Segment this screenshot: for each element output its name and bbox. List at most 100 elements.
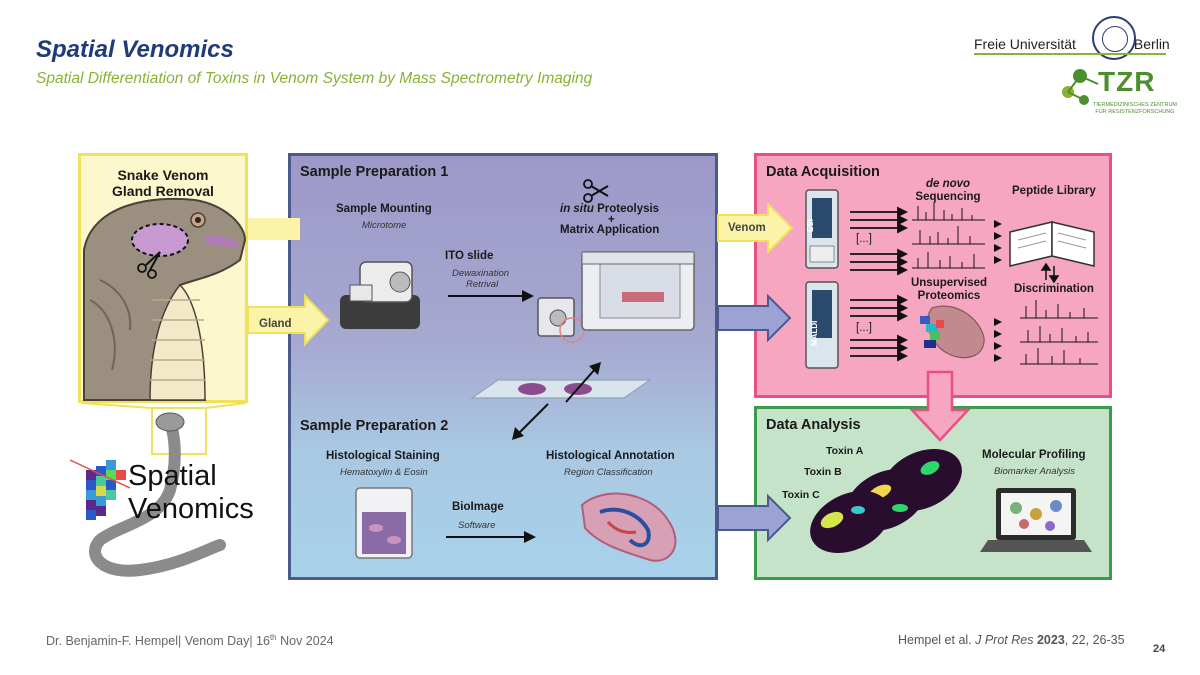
unsupervised-text: Unsupervised — [910, 277, 988, 289]
page-number: 24 — [1153, 643, 1166, 655]
acquisition-title: Data Acquisition — [766, 164, 880, 180]
plus-label: + — [608, 214, 615, 226]
matrix-sprayer-instrument-icon — [581, 251, 695, 331]
sample-mounting-label: Sample Mounting — [336, 203, 432, 215]
software-label: Software — [458, 520, 496, 531]
toxin-c-slice — [810, 491, 890, 553]
up-down-arrows-icon — [1040, 262, 1060, 284]
esi-ellipsis: [...] — [856, 233, 872, 245]
tzr-logo: TZR TIERMEDIZINISCHES ZENTRUM FÜR RESIST… — [1060, 64, 1180, 120]
scissors-icon — [137, 251, 161, 279]
prep2-title: Sample Preparation 2 — [300, 418, 449, 434]
tzr-wordmark: TZR — [1098, 66, 1156, 97]
fu-berlin-logo: Freie Universität Berlin — [974, 16, 1170, 60]
scissors-proteolysis-icon — [583, 179, 609, 203]
msi-tissue-heatmap — [920, 305, 985, 359]
bioimage-label: BioImage — [452, 501, 504, 513]
gland-removal-title-line1: Snake Venom — [117, 167, 209, 183]
discrimination-label: Discrimination — [1014, 283, 1094, 295]
molecular-profiling-label: Molecular Profiling — [982, 449, 1086, 461]
maldi-label: MALDI — [810, 320, 819, 346]
prep1-title: Sample Preparation 1 — [300, 164, 449, 180]
bioimage-arrow — [446, 531, 536, 543]
laptop-icon — [980, 488, 1092, 552]
spectrum-top-1 — [912, 202, 985, 221]
fu-logo-rule — [974, 53, 1166, 55]
denovo-sequencing-label: de novo Sequencing — [902, 178, 994, 204]
fu-right-text: Berlin — [1133, 36, 1170, 52]
cite-authors: Hempel et al. — [898, 633, 976, 647]
cite-year: 2023 — [1036, 633, 1065, 647]
spatial-venomics-pixel-icon — [69, 459, 131, 520]
maldi-triple-arrows — [850, 294, 909, 362]
spectrum-top-2 — [912, 226, 985, 245]
spectrum-top-3 — [912, 252, 985, 269]
peptide-library-label: Peptide Library — [1012, 185, 1096, 197]
spatial-label-line1: Spatial — [128, 460, 217, 492]
slide-subtitle: Spatial Differentiation of Toxins in Ven… — [36, 70, 593, 87]
footer-citation: Hempel et al. J Prot Res 2023, 22, 26-35 — [898, 633, 1125, 647]
region-classification-label: Region Classification — [564, 467, 653, 478]
proteomics-text: Proteomics — [917, 290, 981, 303]
fu-left-text: Freie Universität — [974, 36, 1076, 52]
spectrum-bottom-2 — [1020, 326, 1098, 343]
peptide-library-book-icon — [1009, 221, 1095, 267]
spatial-label-line2: Venomics — [128, 493, 254, 526]
footer-date-rest: Nov 2024 — [276, 634, 334, 649]
insitu-italic: in situ — [560, 203, 594, 215]
prep-to-analysis-arrow — [717, 493, 792, 543]
histological-annotation-label: Histological Annotation — [546, 450, 675, 462]
retrival-label: Retrival — [466, 279, 499, 290]
snake-body-illustration — [89, 412, 226, 577]
toxin-a-label: Toxin A — [826, 445, 864, 457]
biomarker-analysis-label: Biomarker Analysis — [994, 466, 1075, 477]
dewaxination-label: Dewaxination — [452, 268, 510, 279]
sprayer-icon — [537, 297, 585, 343]
ito-slide-arrow — [448, 290, 534, 302]
footer-author-text: Dr. Benjamin-F. Hempel| Venom Day| 16 — [46, 634, 270, 649]
analysis-title: Data Analysis — [766, 417, 861, 433]
tzr-molecule-icon — [1062, 69, 1099, 105]
ito-slide-label: ITO slide — [445, 250, 494, 262]
slide-title: Spatial Venomics — [36, 36, 234, 63]
fu-berlin-wordmark: Freie Universität Berlin — [974, 36, 1170, 52]
footer-date-sup: th — [269, 633, 277, 642]
venom-arrow — [717, 201, 794, 255]
arrowhead-column-bottom — [994, 318, 1002, 362]
cite-rest: , 22, 26-35 — [1064, 633, 1125, 647]
tzr-subtitle: TIERMEDIZINISCHES ZENTRUM FÜR RESISTENZF… — [1090, 102, 1180, 115]
unsupervised-proteomics-label: Unsupervised Proteomics — [898, 277, 1000, 303]
sequencing-text: Sequencing — [915, 191, 981, 204]
tzr-sub-line2: FÜR RESISTENZFORSCHUNG — [1095, 108, 1175, 115]
ito-slide-glass — [470, 379, 652, 399]
spatial-venomics-label: Spatial Venomics — [128, 460, 254, 527]
cite-journal: J Prot Res — [975, 633, 1034, 647]
hematoxylin-eosin-label: Hematoxylin & Eosin — [340, 467, 428, 478]
cassette-icon — [355, 487, 413, 559]
microtome-label: Microtome — [362, 220, 407, 231]
acquisition-to-analysis-arrow — [909, 370, 971, 442]
footer-author: Dr. Benjamin-F. Hempel| Venom Day| 16th … — [46, 633, 334, 648]
gland-removal-title: Snake Venom Gland Removal — [92, 167, 234, 199]
snake-head-illustration — [83, 197, 247, 401]
spectrum-bottom-1 — [1020, 300, 1098, 319]
gland-arrow-label: Gland — [259, 318, 292, 330]
toxin-b-label: Toxin B — [804, 466, 842, 478]
denovo-italic: de novo — [925, 178, 971, 190]
matrix-application-label: Matrix Application — [560, 224, 660, 236]
maldi-ellipsis: [...] — [856, 322, 872, 334]
slide-flow-arrows — [512, 362, 601, 440]
esi-triple-arrows — [850, 206, 909, 276]
spectrum-bottom-3 — [1020, 348, 1098, 365]
arrowhead-column-top — [994, 220, 1002, 264]
microtome-icon — [340, 261, 420, 329]
fu-seal-icon — [1092, 16, 1136, 60]
venom-top-arrow — [248, 218, 300, 240]
toxin-c-label: Toxin C — [782, 489, 820, 501]
gland-arrow — [247, 293, 330, 347]
insitu-rest: Proteolysis — [597, 203, 660, 215]
histological-staining-label: Histological Staining — [326, 450, 440, 462]
prep-to-acquisition-arrow — [717, 293, 792, 343]
maldi-instrument-icon — [805, 281, 839, 369]
